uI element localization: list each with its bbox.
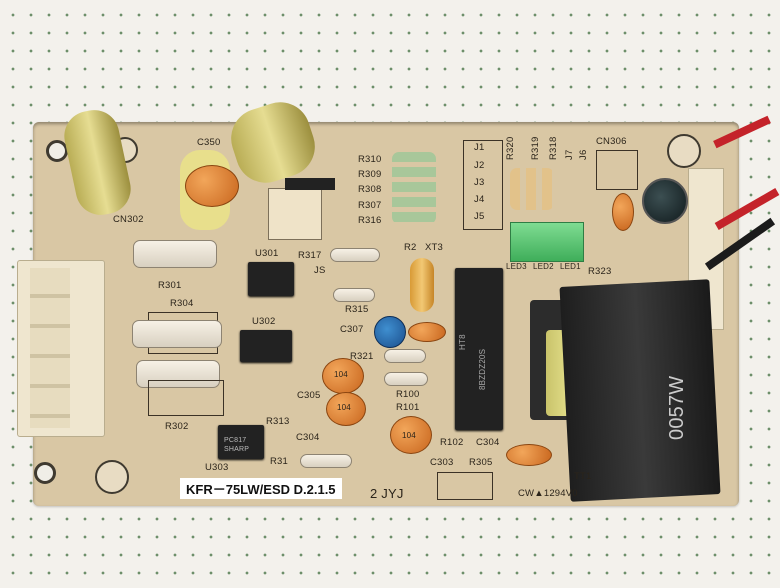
u301-chip: [248, 262, 294, 296]
black-rod: [285, 178, 335, 190]
optocoupler-brand: SHARP: [224, 446, 250, 453]
silk-r315: R315: [345, 304, 369, 315]
silk-c304: C304: [296, 432, 320, 443]
cap-104-b: [326, 392, 366, 426]
silk-u302: U302: [252, 316, 276, 327]
resistor-stack: [392, 152, 436, 224]
resistor-r315: [333, 288, 375, 302]
silk-r302: R302: [165, 421, 189, 432]
resistor-r100: [384, 372, 428, 386]
silk-js: JS: [314, 265, 326, 276]
silk-u301: U301: [255, 248, 279, 259]
silk-c350: C350: [197, 137, 221, 148]
cap-104-c: [390, 416, 432, 454]
jumper-block: [463, 140, 503, 230]
silk-r2: R2: [404, 242, 417, 253]
resistor-r321: [384, 349, 426, 363]
silk-led2: LED2: [533, 262, 554, 271]
silk-r301: R301: [158, 280, 182, 291]
optocoupler-model: PC817: [224, 437, 247, 444]
electrolytic-cap: [642, 178, 688, 224]
resistor-r31x: [300, 454, 352, 468]
r302-outline: [148, 380, 224, 416]
silk-tt1: TT1: [574, 471, 592, 482]
blue-cap: [374, 316, 406, 348]
silk-j4: J4: [474, 194, 485, 205]
resistor-r317: [330, 248, 380, 262]
silk-j7: J7: [564, 149, 575, 160]
silk-r100: R100: [396, 389, 420, 400]
orange-cap-right: [612, 193, 634, 231]
silk-r320: R320: [505, 136, 516, 160]
silk-c3o4: C304: [476, 437, 500, 448]
silk-r305: R305: [469, 457, 493, 468]
cn306-outline: [596, 150, 638, 190]
transformer-black-block: [559, 279, 721, 502]
silk-r309: R309: [358, 169, 382, 180]
silk-r316: R316: [358, 215, 382, 226]
vertical-resistors: [510, 168, 554, 210]
u303-chip: [218, 425, 264, 459]
silk-r319: R319: [530, 136, 541, 160]
silk-j6: J6: [578, 149, 589, 160]
jyj-mark: 2 JYJ: [370, 486, 404, 501]
silk-r313: R313: [266, 416, 290, 427]
silk-j1: J1: [474, 142, 485, 153]
mount-hole-bottom-left: [34, 462, 56, 484]
transformer-label: 0057W: [666, 375, 688, 440]
optocoupler-top: [268, 188, 322, 240]
cap-small-orange: [408, 322, 446, 342]
resistor-r301: [133, 240, 217, 268]
cap-104-a-label: 104: [334, 370, 348, 379]
silk-r31x: R31: [270, 456, 289, 467]
silk-cn306: CN306: [596, 136, 627, 147]
silk-xt3: XT3: [425, 242, 444, 253]
silk-r102: R102: [440, 437, 464, 448]
silk-r304: R304: [170, 298, 194, 309]
silk-r318: R318: [548, 136, 559, 160]
silk-cn302: CN302: [113, 214, 144, 225]
resistor-r304: [132, 320, 222, 348]
left-connector-pins: [30, 268, 70, 428]
c350-capacitor: [185, 165, 239, 207]
silk-r101: R101: [396, 402, 420, 413]
silk-r308: R308: [358, 184, 382, 195]
cap-104-a: [322, 358, 364, 394]
ic-text-top: HT8: [458, 334, 467, 350]
board-model-label: KFR－75LW/ESD D.2.1.5: [180, 478, 342, 499]
silk-r317: R317: [298, 250, 322, 261]
silk-led3: LED3: [506, 262, 527, 271]
silk-j2: J2: [474, 160, 485, 171]
silk-j5: J5: [474, 211, 485, 222]
silk-cw: CW▲1294V0: [518, 488, 578, 499]
crystal-xt3: [410, 258, 434, 312]
silk-r307: R307: [358, 200, 382, 211]
silk-led1: LED1: [560, 262, 581, 271]
bottom-pad-grid: [437, 472, 493, 500]
main-ic: [455, 268, 503, 430]
screw-pad-top-right: [667, 134, 701, 168]
led-block: [510, 222, 584, 262]
cap-104-c-label: 104: [402, 431, 416, 440]
cap-104-b-label: 104: [337, 403, 351, 412]
silk-r310: R310: [358, 154, 382, 165]
silk-u303: U303: [205, 462, 229, 473]
ic-text-mid: 8BZDZ20S: [478, 348, 487, 390]
silk-c307: C307: [340, 324, 364, 335]
cap-bottom-right: [506, 444, 552, 466]
silk-r323: R323: [588, 266, 612, 277]
silk-j3: J3: [474, 177, 485, 188]
resistor-r302: [136, 360, 220, 388]
screw-pad-bottom-left: [95, 460, 129, 494]
silk-r321: R321: [350, 351, 374, 362]
silk-c305: C305: [297, 390, 321, 401]
u302-chip: [240, 330, 292, 362]
silk-c303: C303: [430, 457, 454, 468]
